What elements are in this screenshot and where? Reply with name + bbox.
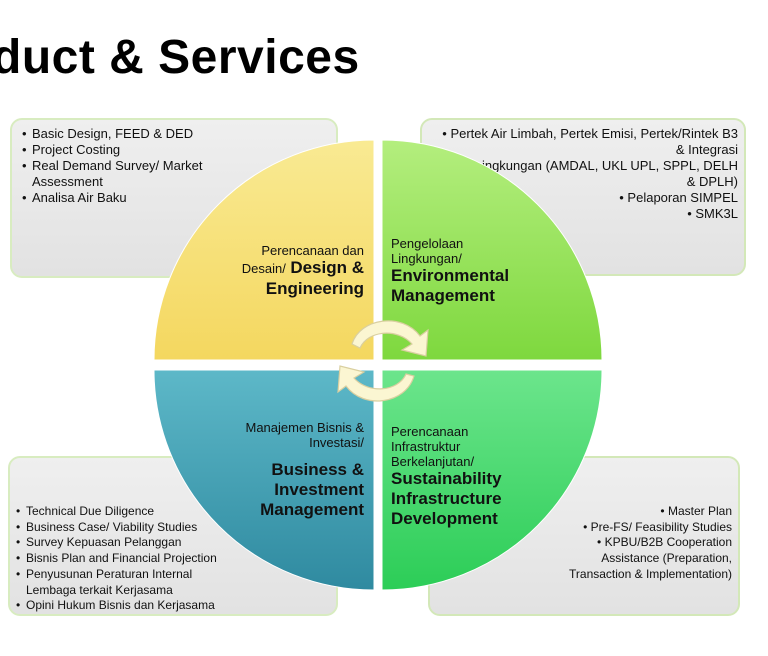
services-list-bottom-left: Technical Due Diligence Business Case/ V…	[16, 504, 336, 614]
quadrant-label-small: Pengelolaan Lingkungan/	[391, 236, 464, 266]
list-item: Pelaporan SIMPEL	[438, 190, 738, 206]
page-title: duct & Services	[0, 31, 360, 84]
list-item: SMK3L	[438, 206, 738, 222]
quadrant-label-small: Manajemen Bisnis & Investasi/	[245, 420, 365, 450]
quadrant-label-big: Business & Investment Management	[260, 460, 364, 519]
services-list-bottom-right: Master Plan Pre-FS/ Feasibility Studies …	[442, 504, 732, 583]
list-item: Penyusunan Peraturan Internal Lembaga te…	[16, 567, 226, 598]
services-list-top-right: Pertek Air Limbah, Pertek Emisi, Pertek/…	[438, 126, 738, 222]
quadrant-label-small: Perencanaan Infrastruktur Berkelanjutan/	[391, 424, 475, 469]
list-item: Survey Kepuasan Pelanggan	[16, 535, 336, 551]
list-item: Bisnis Plan and Financial Projection	[16, 551, 336, 567]
list-item: KPBU/B2B Cooperation Assistance (Prepara…	[442, 535, 732, 582]
list-item: Basic Design, FEED & DED	[22, 126, 322, 142]
list-item: Pertek Air Limbah, Pertek Emisi, Pertek/…	[438, 126, 738, 158]
list-item: Master Plan	[442, 504, 732, 520]
quadrant-label-small: Perencanaan dan	[261, 243, 364, 258]
quadrant-label-big: Sustainability Infrastructure Developmen…	[391, 469, 502, 528]
quadrant-label-big: Engineering	[265, 279, 364, 298]
quadrant-bottom-right	[381, 369, 603, 591]
quadrant-label-bottom-left: Manajemen Bisnis & Investasi/ Business &…	[164, 420, 365, 520]
quadrant-top-left	[153, 139, 375, 361]
quadrant-label-big: Environmental Management	[391, 266, 510, 305]
list-item: Business Case/ Viability Studies	[16, 520, 336, 536]
quadrant-label-big: Design &	[290, 258, 364, 277]
quadrant-bottom-left	[153, 369, 375, 591]
list-item: Opini Hukum Bisnis dan Kerjasama	[16, 598, 336, 614]
list-item: Project Costing	[22, 142, 322, 158]
quadrant-top-right	[381, 139, 603, 361]
quadrant-label-top-left: Perencanaan dan Desain/ Design & Enginee…	[164, 243, 364, 299]
list-item: Izin Lingkungan (AMDAL, UKL UPL, SPPL, D…	[438, 158, 738, 190]
list-item: Technical Due Diligence	[16, 504, 336, 520]
quadrant-label-prefix: Desain/	[241, 261, 286, 276]
list-item: Real Demand Survey/ Market Assessment	[22, 158, 222, 190]
list-item: Pre-FS/ Feasibility Studies	[442, 520, 732, 536]
list-item: Analisa Air Baku	[22, 190, 322, 206]
quadrant-label-top-right: Pengelolaan Lingkungan/ Environmental Ma…	[391, 236, 521, 306]
quadrant-label-bottom-right: Perencanaan Infrastruktur Berkelanjutan/…	[391, 424, 519, 529]
services-list-top-left: Basic Design, FEED & DED Project Costing…	[22, 126, 322, 206]
cycle-arrows-icon	[337, 320, 429, 402]
